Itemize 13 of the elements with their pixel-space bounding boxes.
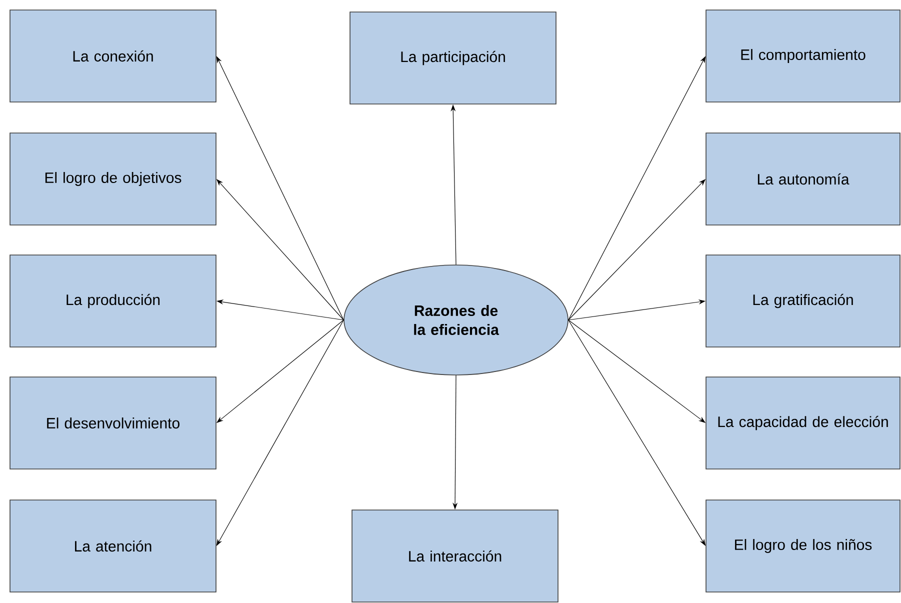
text-box: La gratificación	[706, 254, 900, 348]
text-box: El comportamiento	[706, 10, 900, 102]
text-box: El logro de los niños	[706, 500, 900, 592]
text-box: La producción	[10, 254, 216, 348]
text-box: La participación	[350, 12, 556, 104]
ellipse-node: Razones de la eficiencia	[344, 264, 568, 376]
text-box: La autonomía	[706, 132, 900, 226]
text-box: La capacidad de elección	[706, 376, 900, 470]
text-box: El logro de objetivos	[10, 132, 216, 226]
text-box: La atención	[10, 500, 216, 592]
text-box: El desenvolvimiento	[10, 376, 216, 470]
text-box: La conexión	[10, 10, 216, 102]
text-box: La interacción	[352, 510, 558, 602]
